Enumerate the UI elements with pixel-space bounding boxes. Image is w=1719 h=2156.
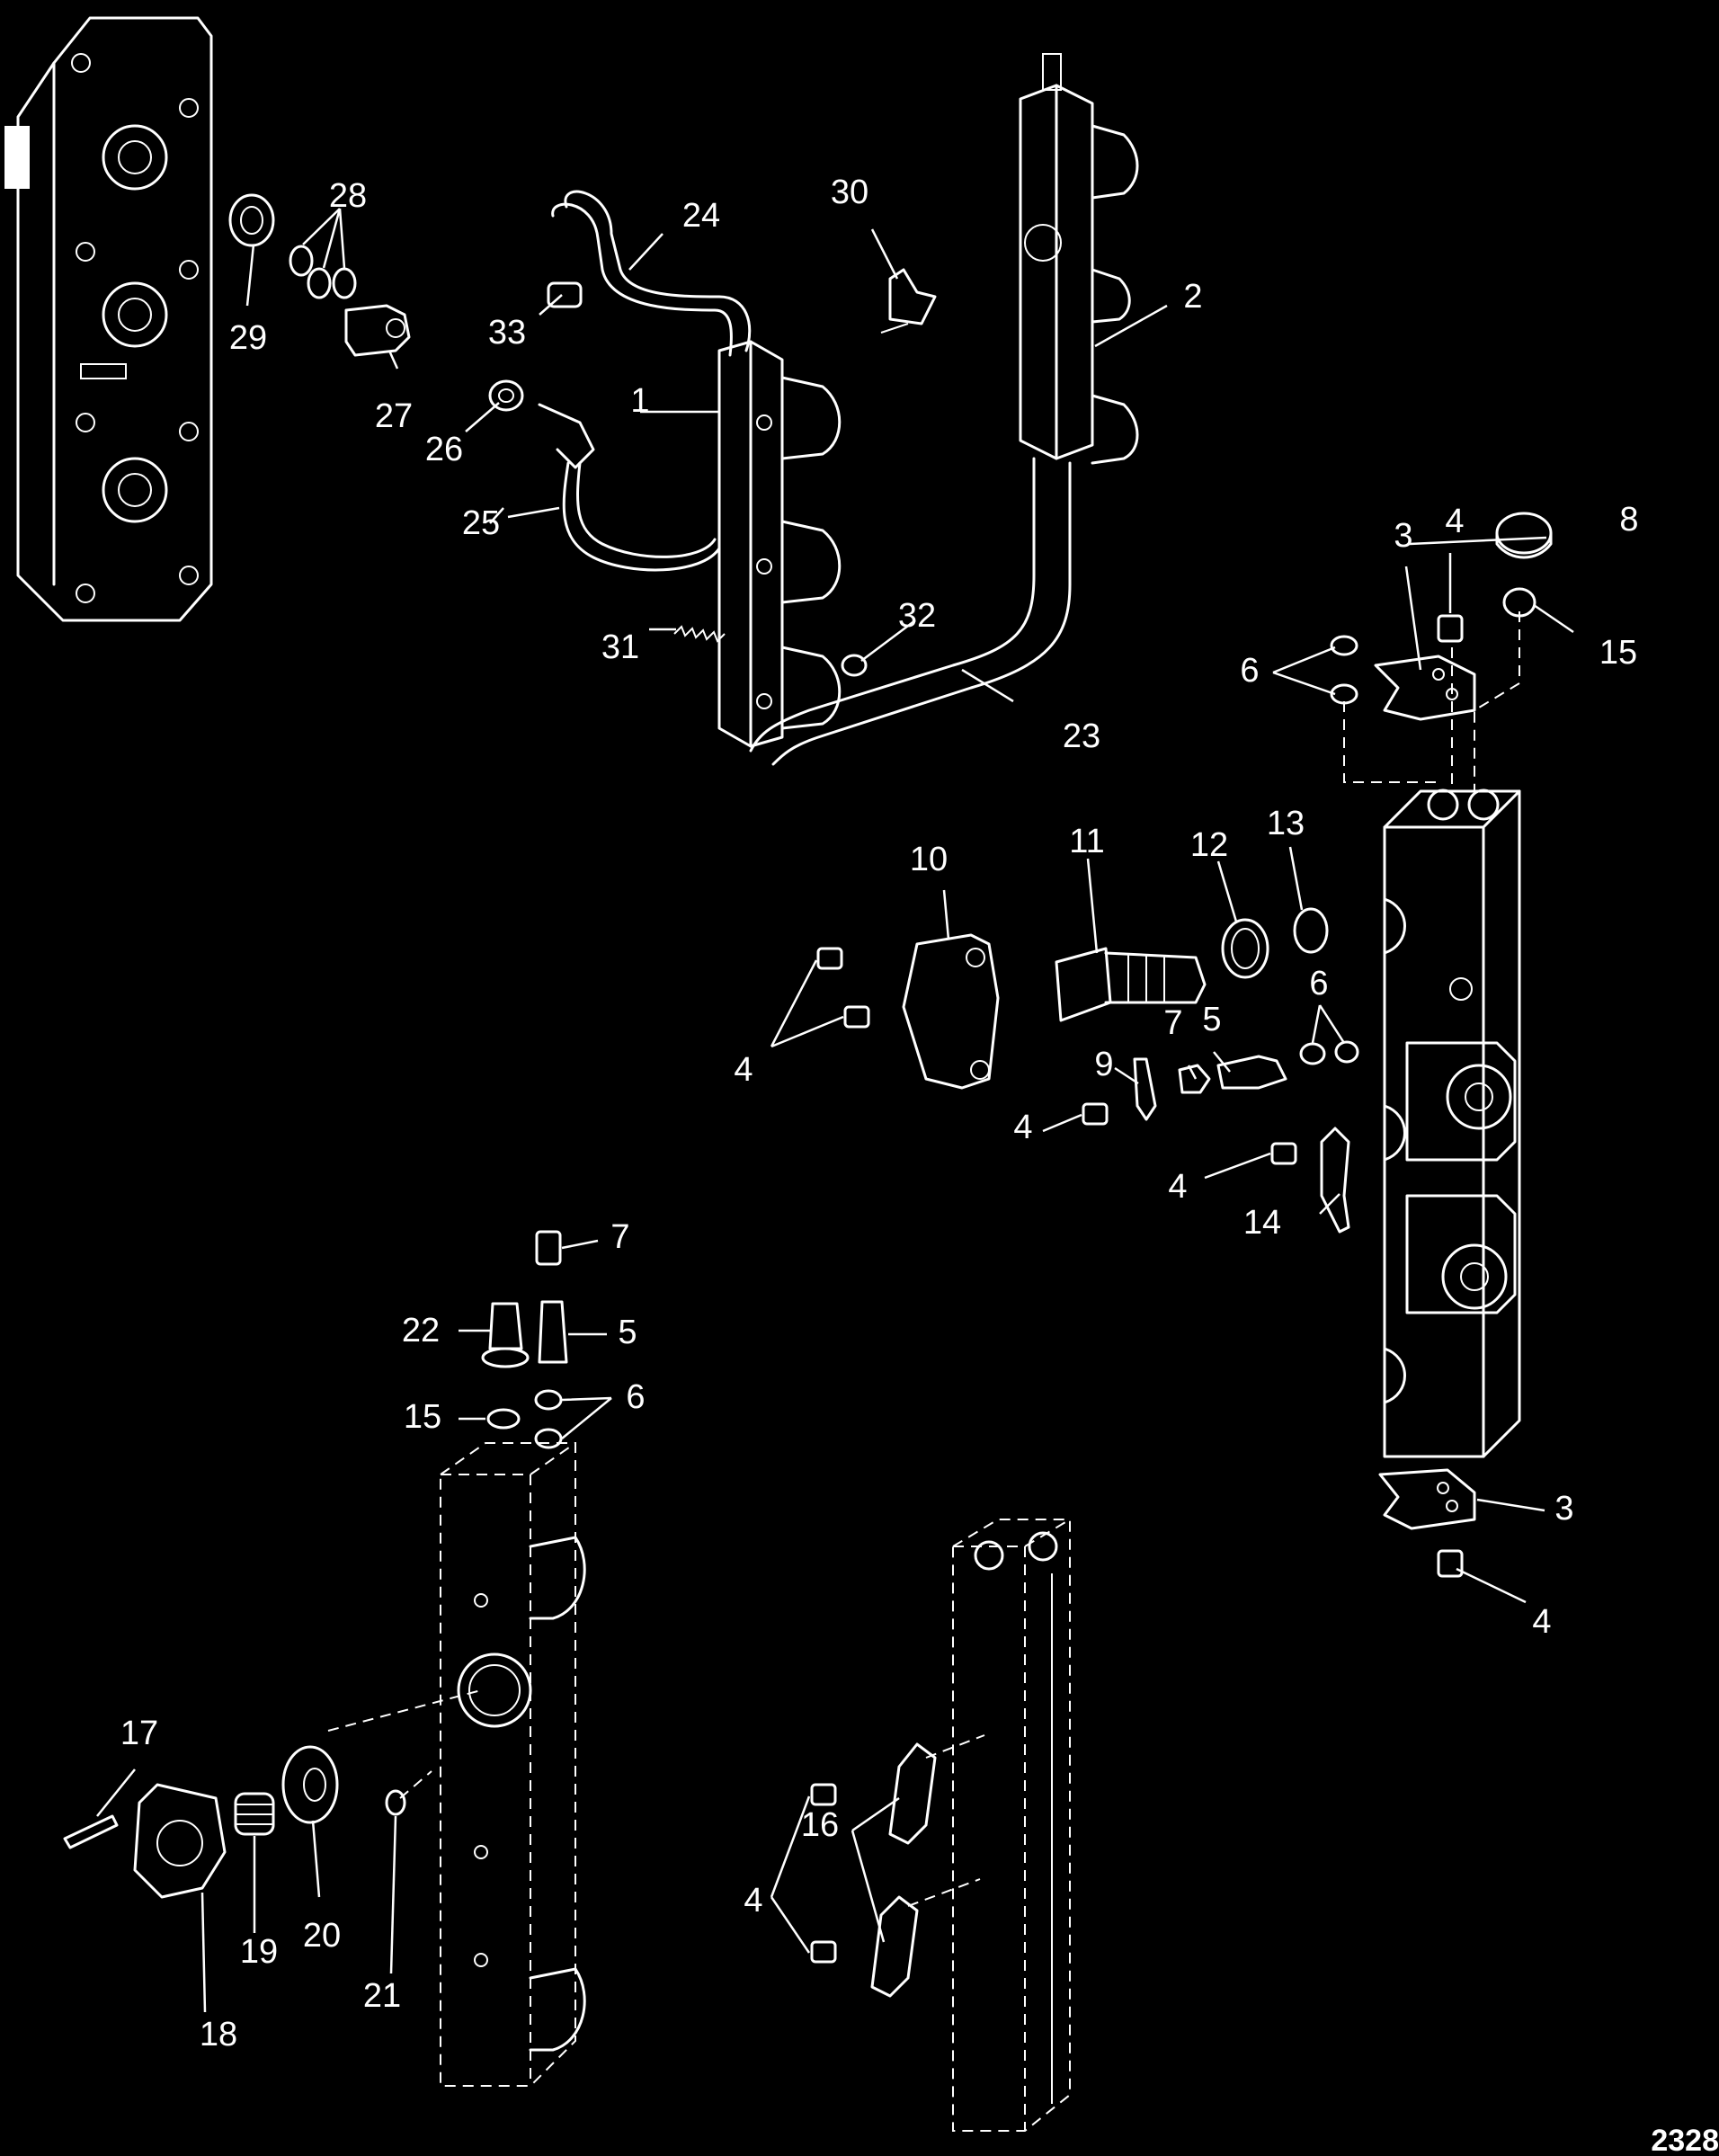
cap-7-left: [535, 1230, 562, 1266]
callout-25: 25: [462, 504, 500, 542]
dashed-guides-top: [1343, 611, 1520, 791]
callout-6-top: 6: [1240, 652, 1259, 690]
callout-20: 20: [303, 1917, 341, 1955]
callout-7-left: 7: [610, 1218, 629, 1256]
callout-5-right: 5: [1202, 1001, 1221, 1038]
o-rings-28: [289, 245, 357, 299]
fuel-rail-right: [1383, 788, 1521, 1458]
o-rings-6-left: [534, 1389, 563, 1449]
fitting-26: [488, 379, 524, 412]
hose-25: [538, 403, 721, 572]
fuel-rail-1: [717, 340, 842, 748]
cover-18: [133, 1783, 227, 1899]
callout-22: 22: [402, 1312, 440, 1350]
callout-24: 24: [682, 197, 720, 235]
spring-31: [673, 625, 726, 643]
clip-14: [1320, 1127, 1350, 1234]
callout-9: 9: [1094, 1046, 1113, 1083]
hose-clamp-33: [547, 281, 583, 308]
callout-14: 14: [1243, 1204, 1281, 1242]
callout-4-top: 4: [1445, 503, 1464, 540]
callout-12: 12: [1190, 826, 1228, 864]
callout-21: 21: [363, 1977, 401, 2015]
callout-labels: 29 28 27 26 25 1 24 33 2 30 23 31 32 8 1…: [120, 174, 1719, 2156]
callout-5-left: 5: [618, 1314, 637, 1351]
hose-24: [551, 190, 752, 357]
callout-28: 28: [329, 177, 367, 215]
o-ring-12: [1221, 918, 1269, 979]
callout-4-mid-1: 4: [1013, 1109, 1032, 1146]
callout-1: 1: [630, 382, 649, 420]
screw-4-bottom: [1437, 1549, 1464, 1578]
callout-18: 18: [200, 2016, 237, 2054]
screw-4-mid-2: [1270, 1142, 1297, 1165]
fuel-rail-left: [440, 1442, 586, 2087]
hose-23: [749, 457, 1072, 766]
callout-4-mid-2: 4: [1168, 1168, 1187, 1206]
bracket-3-top: [1374, 655, 1476, 721]
o-rings-6-mid: [1299, 1040, 1359, 1065]
callout-19: 19: [240, 1933, 278, 1971]
callout-10: 10: [910, 841, 948, 878]
callout-16: 16: [801, 1806, 839, 1844]
callout-27: 27: [375, 397, 413, 435]
callout-4-bottom: 4: [1532, 1603, 1551, 1641]
callout-32: 32: [898, 597, 936, 635]
callout-3-top: 3: [1394, 517, 1412, 555]
spring-19: [234, 1792, 275, 1836]
dashed-guides-lower: [907, 1734, 985, 1907]
dashed-guides-left: [327, 1689, 482, 1799]
screw-4-mid-1: [1082, 1102, 1109, 1126]
callout-26: 26: [425, 431, 463, 468]
diaphragm-20: [281, 1745, 339, 1824]
clips-16: [870, 1742, 937, 1998]
callout-31: 31: [601, 628, 639, 666]
callout-15-right: 15: [1599, 634, 1637, 672]
valve-5-right: [1216, 1055, 1287, 1090]
callout-23: 23: [1063, 717, 1100, 755]
bracket-30: [880, 268, 937, 334]
fuel-rail-lower-right: [952, 1519, 1071, 2132]
callout-11: 11: [1069, 823, 1104, 860]
sensor-27: [344, 304, 411, 357]
fuel-rail-2: [1019, 53, 1139, 465]
callout-15-left: 15: [404, 1398, 441, 1436]
callout-8: 8: [1619, 501, 1638, 539]
valve-22: [481, 1302, 530, 1368]
callout-17: 17: [120, 1715, 158, 1752]
callout-29: 29: [229, 319, 267, 357]
screw-17: [63, 1814, 119, 1849]
leader-lines: [96, 208, 1574, 2013]
callout-6-left: 6: [626, 1378, 645, 1416]
clip-9: [1133, 1057, 1157, 1121]
screws-4-lower: [810, 1783, 837, 1964]
callout-3-bottom: 3: [1554, 1490, 1573, 1528]
callout-4-left: 4: [734, 1051, 753, 1089]
figure-reference: 2328: [1651, 2124, 1719, 2156]
callout-6-mid: 6: [1309, 965, 1328, 1002]
o-ring-21: [385, 1789, 406, 1816]
callout-7-right: 7: [1163, 1004, 1182, 1042]
screws-4-left: [816, 947, 870, 1029]
screw-4-top: [1437, 614, 1464, 643]
injector-11: [1055, 947, 1207, 1022]
callout-13: 13: [1267, 805, 1305, 842]
callout-30: 30: [831, 174, 868, 211]
valve-5-left: [538, 1300, 568, 1364]
o-ring-15-left: [486, 1408, 521, 1430]
bracket-3-bottom: [1378, 1468, 1476, 1530]
plug-32: [841, 654, 868, 677]
washer-29: [228, 193, 275, 247]
callout-4-lower: 4: [744, 1882, 762, 1920]
bracket-10: [902, 933, 1000, 1090]
o-ring-13: [1293, 907, 1329, 954]
callout-33: 33: [488, 314, 526, 352]
callout-2: 2: [1183, 278, 1202, 316]
cylinder-head: [4, 16, 213, 622]
cap-7-right: [1178, 1064, 1211, 1094]
cap-8: [1495, 512, 1553, 559]
